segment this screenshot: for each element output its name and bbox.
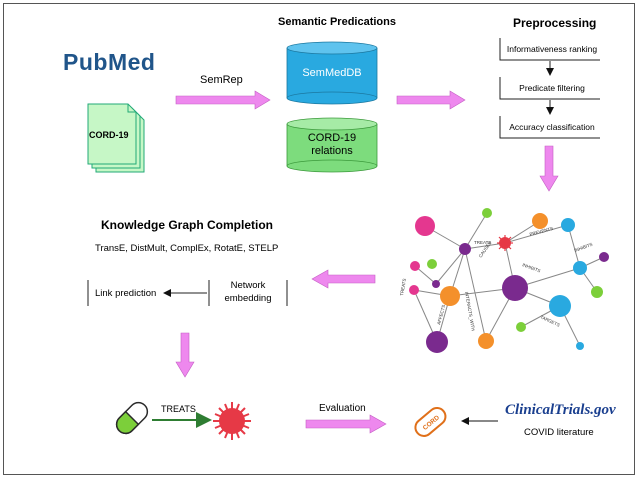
preprocessing-title: Preprocessing <box>513 16 597 30</box>
arrow-down-to-results <box>175 332 195 378</box>
knowledge-graph: TREATS CAUSES PREVENTS INHIBITS AFFECTS … <box>399 208 609 353</box>
graph-edge-label: AFFECTS <box>436 304 446 325</box>
semantic-predications-title: Semantic Predications <box>278 16 396 28</box>
semrep-label: SemRep <box>200 74 243 86</box>
semmeddb-label: SemMedDB <box>302 67 362 79</box>
kgc-models: TransE, DistMult, ComplEx, RotatE, STELP <box>95 243 279 254</box>
graph-edge-label: PREVENTS <box>529 226 554 237</box>
network-embedding-label-line1: Network <box>230 280 266 291</box>
graph-edge-label: INTERACTS_WITH <box>464 291 476 331</box>
graph-edge-label: INHIBITS <box>522 262 542 273</box>
arrow-evaluation <box>305 414 387 434</box>
cord-pill-icon: CORD <box>414 407 447 437</box>
preprocessing-step-accuracy: Accuracy classification <box>509 122 595 132</box>
figure-frame <box>3 3 635 475</box>
graph-edge-label: TREATS <box>399 278 407 296</box>
preprocessing-step-predicate-filtering: Predicate filtering <box>519 83 585 93</box>
kgc-title: Knowledge Graph Completion <box>101 218 274 232</box>
preprocessing-step-informativeness: Informativeness ranking <box>506 44 598 54</box>
cord19-relations-label-line1: CORD-19 <box>307 132 357 144</box>
drug-pill-icon <box>115 401 149 435</box>
clinicaltrials-logo: ClinicalTrials.gov <box>505 402 616 418</box>
arrow-down-to-graph <box>539 145 559 192</box>
cord19-doc-label: CORD-19 <box>89 130 129 140</box>
treats-label: TREATS <box>161 404 196 414</box>
link-prediction-label: Link prediction <box>95 288 157 299</box>
preprocessing-steps <box>499 38 600 139</box>
semmeddb-database-icon <box>286 41 378 105</box>
arrow-to-preprocessing <box>396 90 466 110</box>
covid-literature-label: COVID literature <box>524 427 594 438</box>
kgc-boxes <box>87 280 288 306</box>
graph-edge-label: TREATS <box>474 240 491 245</box>
cord19-relations-label-line2: relations <box>311 145 353 157</box>
arrow-graph-to-kgc <box>311 269 376 289</box>
evaluation-label: Evaluation <box>319 403 366 414</box>
pubmed-logo: PubMed <box>63 49 156 75</box>
virus-icon <box>213 402 251 440</box>
graph-edge-label: INHIBITS <box>574 242 594 253</box>
arrow-semrep <box>175 90 271 110</box>
cord19-document-icon <box>87 103 145 173</box>
cord19-relations-database-icon <box>286 117 378 173</box>
graph-nodes <box>409 208 609 353</box>
network-embedding-label-line2: embedding <box>224 293 272 304</box>
